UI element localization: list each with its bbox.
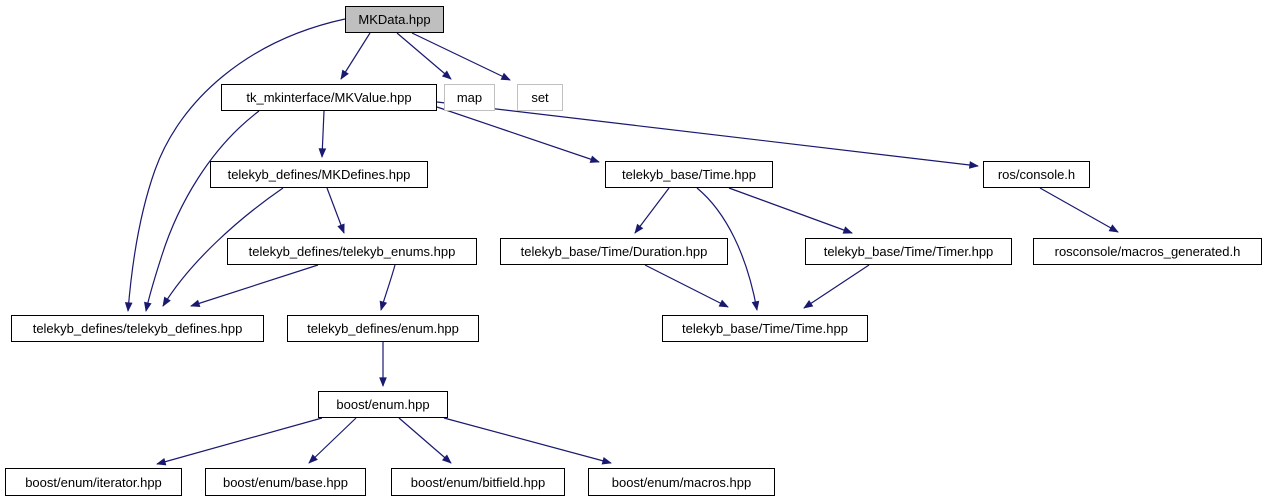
edge-time-to-time-time [696, 187, 760, 311]
edge-mkvalue-to-time [436, 106, 600, 163]
node-mkvalue-hpp[interactable]: tk_mkinterface/MKValue.hpp [221, 84, 437, 111]
node-boost-enum-macros-hpp[interactable]: boost/enum/macros.hpp [588, 468, 775, 496]
edge-mkdata-to-telekyb-defines [124, 18, 346, 312]
node-map: map [444, 84, 495, 111]
node-boost-enum-bitfield-hpp[interactable]: boost/enum/bitfield.hpp [391, 468, 565, 496]
edge-boost-enum-to-macros [443, 417, 612, 465]
edge-time-to-timer [728, 187, 853, 234]
node-label: rosconsole/macros_generated.h [1054, 244, 1241, 259]
edge-mkdata-to-mkvalue [340, 32, 371, 80]
node-set: set [517, 84, 563, 111]
edge-time-to-duration [634, 187, 670, 234]
edge-enums-to-enum [379, 264, 396, 311]
node-boost-enum-iterator-hpp[interactable]: boost/enum/iterator.hpp [5, 468, 182, 496]
node-mkdata-hpp: MKData.hpp [345, 6, 444, 33]
node-timer-hpp[interactable]: telekyb_base/Time/Timer.hpp [805, 238, 1012, 265]
node-label: telekyb_defines/telekyb_defines.hpp [32, 321, 243, 336]
node-label: tk_mkinterface/MKValue.hpp [246, 90, 412, 105]
node-telekyb-defines-hpp[interactable]: telekyb_defines/telekyb_defines.hpp [11, 315, 264, 342]
node-boost-enum-hpp[interactable]: boost/enum.hpp [318, 391, 448, 418]
node-label: boost/enum/macros.hpp [611, 474, 752, 490]
edge-mkdefines-to-enums [326, 187, 345, 234]
node-ros-console-h[interactable]: ros/console.h [983, 161, 1090, 188]
node-label: boost/enum/base.hpp [222, 474, 349, 490]
edge-boost-enum-to-base [308, 417, 357, 464]
edge-mkdata-to-set [411, 32, 511, 81]
node-label: telekyb_base/Time.hpp [622, 167, 756, 182]
edge-mkvalue-to-telekyb-defines [144, 110, 260, 312]
node-label: telekyb_base/Time/Timer.hpp [823, 244, 994, 259]
node-label: telekyb_defines/telekyb_enums.hpp [248, 244, 456, 259]
edge-mkvalue-to-mkdefines [318, 110, 327, 158]
node-mkdefines-hpp[interactable]: telekyb_defines/MKDefines.hpp [210, 161, 428, 188]
node-label: boost/enum.hpp [336, 397, 430, 412]
node-macros-generated-h[interactable]: rosconsole/macros_generated.h [1033, 238, 1262, 265]
node-label: set [531, 90, 549, 105]
node-boost-enum-base-hpp[interactable]: boost/enum/base.hpp [205, 468, 366, 496]
node-duration-hpp[interactable]: telekyb_base/Time/Duration.hpp [500, 238, 728, 265]
node-telekyb-enums-hpp[interactable]: telekyb_defines/telekyb_enums.hpp [227, 238, 477, 265]
edge-mkdata-to-map [396, 32, 452, 80]
edge-ros-console-to-macros-generated [1039, 187, 1119, 233]
edge-duration-to-time-time [644, 264, 729, 308]
node-label: MKData.hpp [358, 12, 431, 27]
node-label: telekyb_base/Time/Time.hpp [682, 321, 848, 336]
node-label: map [456, 90, 483, 105]
node-label: ros/console.h [997, 167, 1076, 182]
edge-mkdefines-to-telekyb-defines [162, 187, 284, 307]
edge-enums-to-telekyb-defines [190, 264, 319, 307]
edge-boost-enum-to-iterator [156, 417, 323, 466]
node-label: telekyb_defines/MKDefines.hpp [227, 167, 411, 182]
node-label: telekyb_base/Time/Duration.hpp [520, 244, 708, 259]
node-time-hpp[interactable]: telekyb_base/Time.hpp [605, 161, 773, 188]
edge-boost-enum-to-bitfield [398, 417, 452, 464]
node-label: boost/enum/iterator.hpp [25, 474, 162, 490]
node-label: telekyb_defines/enum.hpp [307, 321, 459, 336]
node-enum-hpp[interactable]: telekyb_defines/enum.hpp [287, 315, 479, 342]
node-label: boost/enum/bitfield.hpp [410, 474, 546, 490]
edge-mkvalue-to-ros-console [436, 101, 979, 169]
node-time-time-hpp[interactable]: telekyb_base/Time/Time.hpp [662, 315, 868, 342]
edge-timer-to-time-time [803, 264, 870, 309]
